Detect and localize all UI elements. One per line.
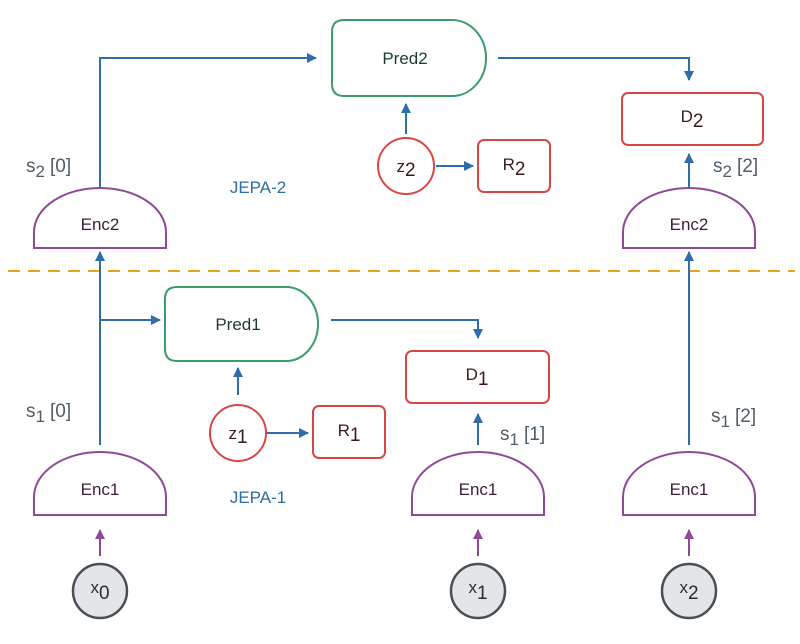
enc1-x0-label: Enc1 [81,480,120,499]
d1-sub: 1 [478,369,489,390]
d1-base: D [466,365,478,384]
z1-base: z [228,424,237,443]
svg-text:z1: z1 [228,424,247,448]
r2-base: R [503,155,515,174]
enc2-left: Enc2 [33,187,167,249]
jepa2-label: JEPA-2 [230,178,286,197]
enc1-x1: Enc1 [411,451,545,516]
pred2-label: Pred2 [382,49,427,68]
d2-base: D [681,107,693,126]
z1-sub: 1 [237,427,248,448]
enc2-right-label: Enc2 [670,215,709,234]
input-x1: x1 [449,562,507,620]
enc2-left-label: Enc2 [81,215,120,234]
d2-sub: 2 [693,111,704,132]
svg-text:R2: R2 [503,155,526,180]
enc1-x2-label: Enc1 [670,480,709,499]
z1-node: z1 [209,404,267,462]
s2-2-label: s2[2] [713,156,758,181]
x0-base: x [90,578,99,597]
s1-0-label: s1[0] [26,401,71,426]
z2-base: z [396,157,405,176]
svg-text:D1: D1 [466,365,489,390]
x2-sub: 2 [688,583,699,604]
enc2-right: Enc2 [622,187,756,249]
svg-text:x2: x2 [679,578,698,604]
arrow-pred2-to-d2 [498,57,694,81]
x1-base: x [468,578,477,597]
enc1-x1-label: Enc1 [459,480,498,499]
svg-text:R1: R1 [338,421,361,446]
input-x0: x0 [71,562,129,620]
r1-base: R [338,421,350,440]
svg-text:x1: x1 [468,578,487,604]
jepa1-label: JEPA-1 [230,488,286,507]
input-x2: x2 [660,562,718,620]
enc1-x2: Enc1 [622,451,756,516]
enc1-x0: Enc1 [33,451,167,516]
d2-node: D2 [621,92,764,146]
d1-node: D1 [405,350,550,404]
r2-node: R2 [477,139,551,193]
svg-text:x0: x0 [90,578,109,604]
arrow-pred1-to-d1 [331,319,483,339]
pred1-label: Pred1 [215,315,260,334]
pred2-node: Pred2 [331,19,487,97]
x1-sub: 1 [477,583,488,604]
s2-0-label: s2[0] [26,156,71,181]
x2-base: x [679,578,688,597]
z2-sub: 2 [405,160,416,181]
s1-2-label: s1[2] [711,406,756,431]
x0-sub: 0 [99,583,110,604]
svg-text:z2: z2 [396,157,415,181]
s1-1-label: s1[1] [500,424,545,449]
arrow-s2-0-to-pred2 [99,53,317,188]
r1-sub: 1 [350,425,361,446]
pred1-node: Pred1 [164,286,319,362]
z2-node: z2 [377,137,435,195]
r2-sub: 2 [515,159,526,180]
r1-node: R1 [312,405,386,459]
svg-text:D2: D2 [681,107,704,132]
